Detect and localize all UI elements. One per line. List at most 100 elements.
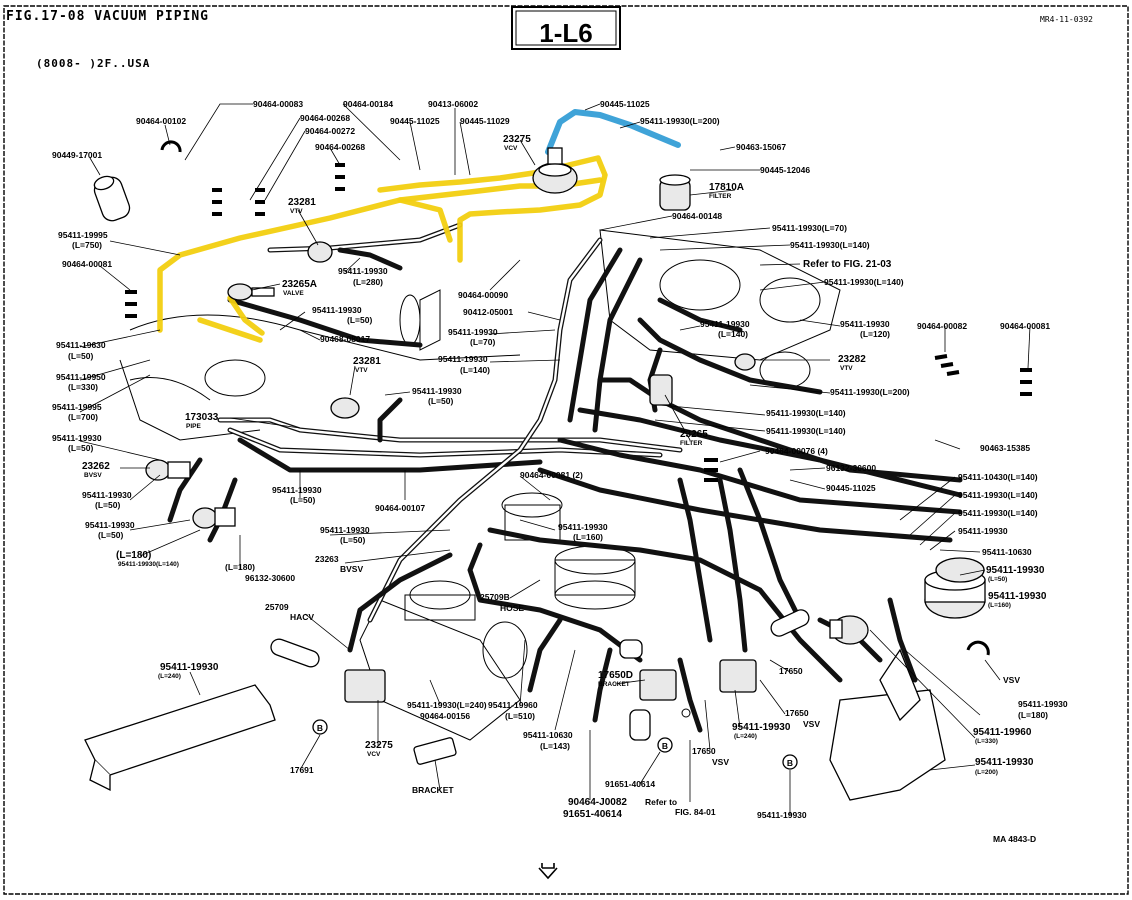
part-label: 95411-19930: [986, 565, 1045, 576]
bvsv-23263: [192, 507, 236, 529]
part-label: 95411-19930: [558, 522, 608, 532]
sleeve-90449-17001: [93, 175, 131, 222]
valve-23265a: [227, 283, 275, 301]
part-label: VCV: [367, 751, 381, 758]
part-label: 95411-19930(L=140): [824, 277, 904, 287]
part-label: (L=120): [860, 329, 890, 339]
part-label: (L=180): [225, 562, 255, 572]
bolt-mark-1: B: [312, 719, 328, 735]
part-label: Refer to: [645, 797, 677, 807]
part-label: 23275: [503, 134, 531, 145]
part-label: 95411-19930(L=240): [407, 700, 487, 710]
svg-text:1-L6: 1-L6: [539, 18, 592, 48]
part-label: 90445-12046: [760, 165, 810, 175]
part-label: 90464-00076 (4): [765, 446, 828, 456]
part-label: 90464-00102: [136, 116, 186, 126]
part-label: 17650: [785, 708, 809, 718]
bolt-mark-3: B: [782, 754, 798, 770]
part-label: VALVE: [283, 290, 304, 297]
model-range: (8008- )2F..USA: [36, 57, 150, 70]
part-label: 90464-00082: [917, 321, 967, 331]
part-label: VTV: [840, 365, 853, 372]
part-label: (L=240): [734, 733, 757, 740]
part-label: 90464-00156: [420, 711, 470, 721]
vacuum-hoses: [167, 222, 963, 733]
part-label: (L=50): [428, 396, 453, 406]
part-label: 90464-00268: [300, 113, 350, 123]
part-label: 90412-05001: [463, 307, 513, 317]
part-label: 90463-15067: [736, 142, 786, 152]
part-label: 90468-08017: [320, 334, 370, 344]
part-label: 95411-19950: [56, 372, 106, 382]
part-label: Refer to FIG. 21-03: [803, 259, 892, 270]
vcv-23275-bottom: [829, 615, 869, 645]
part-label: (L=50): [68, 443, 93, 453]
part-label: 95411-19930(L=140): [958, 490, 1038, 500]
part-label: 95411-19930: [338, 266, 388, 276]
part-label: (L=160): [988, 602, 1011, 609]
part-label: 95411-10630: [982, 547, 1032, 557]
part-label: (L=510): [505, 711, 535, 721]
part-label: 90445-11029: [460, 116, 510, 126]
part-label: 90464-00268: [315, 142, 365, 152]
part-label: 17810A: [709, 182, 744, 193]
part-labels: 90464-00083 90464-00184 90413-06002 9044…: [52, 99, 1068, 820]
part-label: (L=160): [573, 532, 603, 542]
part-label: (L=750): [72, 240, 102, 250]
part-label: 90464-00148: [672, 211, 722, 221]
part-label: FILTER: [680, 440, 703, 447]
part-label: 173033: [185, 412, 219, 423]
part-label: 95411-19930: [757, 810, 807, 820]
part-label: 23281: [353, 356, 381, 367]
part-label: 95411-19930: [82, 490, 132, 500]
hacv-25709: [924, 557, 986, 619]
part-label: 91651-40614: [563, 809, 622, 820]
svg-text:B: B: [662, 741, 668, 751]
vsv-17650-middle: [619, 639, 677, 741]
part-label: 90445-11025: [600, 99, 650, 109]
hose-clamp-set: [413, 737, 457, 765]
part-label: 95411-19930: [52, 433, 102, 443]
filter-23265: [649, 374, 673, 406]
part-label: HOSE: [500, 603, 524, 613]
part-label: HACV: [290, 612, 314, 622]
part-label: 90464-00090: [458, 290, 508, 300]
leader-lines: [79, 103, 1031, 815]
part-label: VSV: [803, 719, 820, 729]
part-label: PIPE: [186, 423, 201, 430]
part-label: 95411-19930(L=200): [640, 116, 720, 126]
part-label: 95411-19930: [988, 591, 1047, 602]
part-label: 95411-19930: [975, 757, 1034, 768]
bolt-mark-2: B: [657, 737, 673, 753]
part-label: (L=330): [68, 382, 98, 392]
part-label: 96132-30600: [245, 573, 295, 583]
part-label: (L=50): [68, 351, 93, 361]
part-label: BRACKET: [412, 785, 454, 795]
part-label: (L=280): [353, 277, 383, 287]
part-label: 95411-19930: [958, 526, 1008, 536]
part-label: (L=50): [340, 535, 365, 545]
part-label: BVSV: [84, 472, 102, 479]
part-label: 95411-19930: [732, 722, 791, 733]
part-label: (L=50): [290, 495, 315, 505]
part-label: VTV: [355, 367, 368, 374]
engine-outline: [119, 229, 841, 741]
part-label: 95411-19930: [1018, 699, 1068, 709]
part-label: 23281: [288, 197, 316, 208]
part-label: 90464-00081: [62, 259, 112, 269]
part-label: (L=700): [68, 412, 98, 422]
parts: B B B: [84, 140, 1032, 801]
part-label: 95411-19930(L=200): [830, 387, 910, 397]
part-label: 23265A: [282, 279, 317, 290]
vsv-17650-left: [270, 638, 386, 703]
reference-code: MR4-11-0392: [1040, 15, 1093, 24]
part-label: VSV: [712, 757, 729, 767]
part-label: (L=180): [116, 550, 151, 561]
vcv-23275-top: [532, 147, 578, 194]
vtv-23281-top: [307, 241, 333, 263]
figure-id: MA 4843-D: [993, 834, 1036, 844]
bracket-17650d: [84, 684, 276, 792]
part-label: 90464-00184: [343, 99, 393, 109]
down-arrow-icon[interactable]: [538, 863, 558, 880]
part-label: 90413-06002: [428, 99, 478, 109]
